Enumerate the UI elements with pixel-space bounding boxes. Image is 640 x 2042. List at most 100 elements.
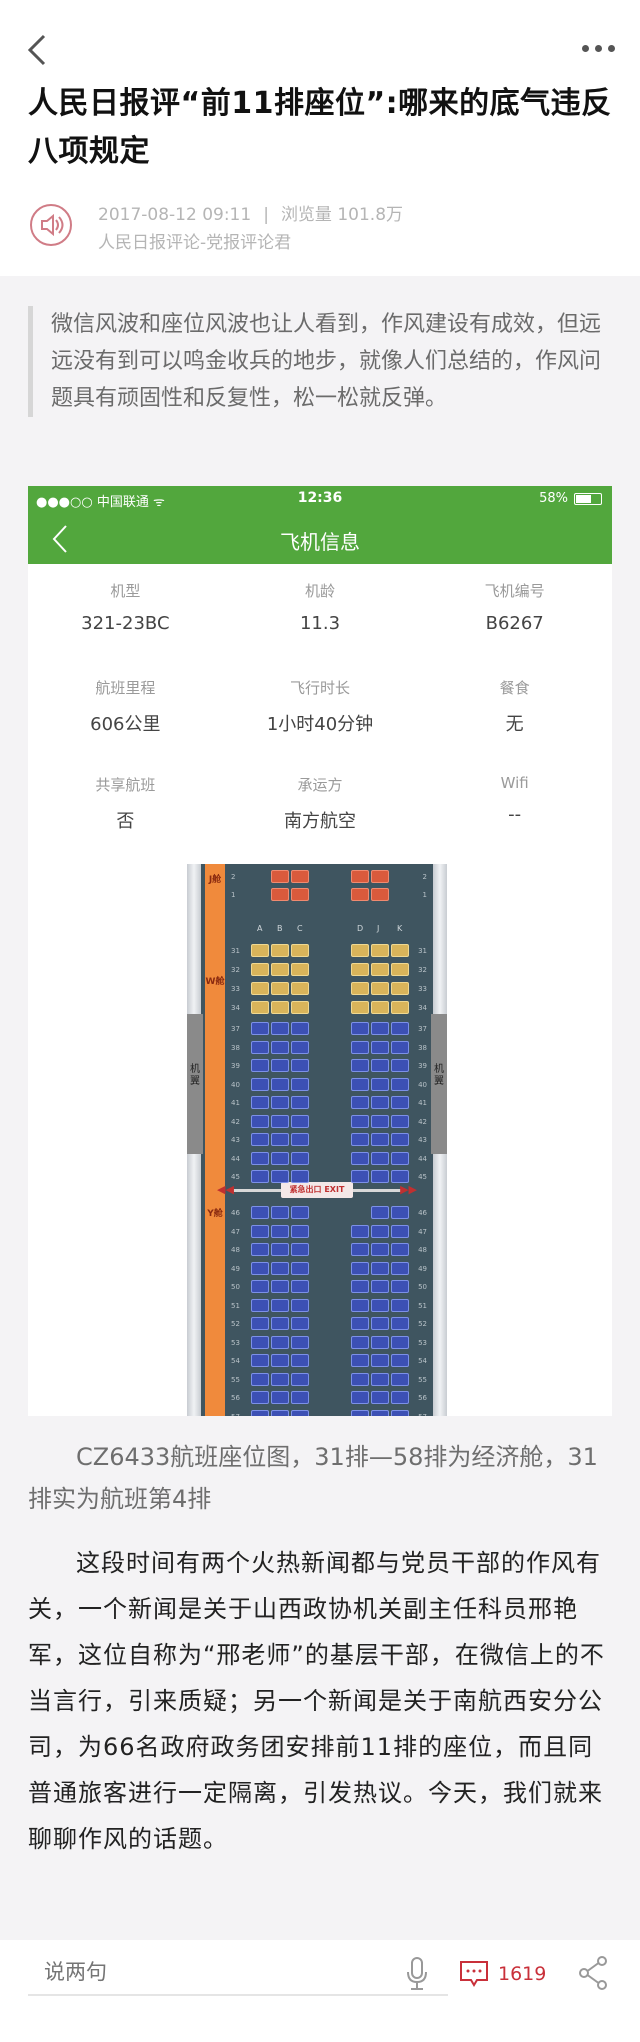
seat[interactable] [291, 1335, 309, 1349]
seat[interactable] [351, 1001, 369, 1014]
seat[interactable] [251, 1409, 269, 1416]
seat[interactable] [251, 1261, 269, 1275]
seat[interactable] [291, 1077, 309, 1091]
seat[interactable] [291, 1133, 309, 1146]
seat[interactable] [251, 1133, 269, 1146]
seat[interactable] [391, 1059, 409, 1072]
seat[interactable] [371, 1133, 389, 1146]
seat[interactable] [371, 1151, 389, 1165]
seat[interactable] [351, 1114, 369, 1128]
seat[interactable] [291, 1151, 309, 1165]
seat[interactable] [271, 888, 289, 901]
seat[interactable] [371, 1077, 389, 1091]
seat[interactable] [391, 1151, 409, 1165]
seat[interactable] [371, 963, 389, 976]
seat[interactable] [371, 982, 389, 995]
seat[interactable] [371, 870, 389, 883]
seat[interactable] [291, 1114, 309, 1128]
seat[interactable] [351, 1096, 369, 1109]
seat[interactable] [391, 1391, 409, 1404]
seat[interactable] [391, 1224, 409, 1238]
seat[interactable] [371, 888, 389, 901]
seat[interactable] [251, 1335, 269, 1349]
seat[interactable] [371, 944, 389, 957]
comments-button[interactable]: 1619 [458, 1956, 546, 1992]
seat[interactable] [391, 1335, 409, 1349]
seat[interactable] [351, 1077, 369, 1091]
seat[interactable] [291, 944, 309, 957]
seat[interactable] [251, 1206, 269, 1219]
seat[interactable] [251, 1170, 269, 1183]
seat[interactable] [351, 1151, 369, 1165]
seat[interactable] [271, 1170, 289, 1183]
seat[interactable] [291, 1206, 309, 1219]
seat[interactable] [271, 1372, 289, 1386]
seat[interactable] [251, 944, 269, 957]
seat[interactable] [371, 1022, 389, 1035]
seat[interactable] [391, 1317, 409, 1330]
seat[interactable] [271, 1022, 289, 1035]
audio-play-button[interactable] [30, 204, 72, 246]
seat[interactable] [271, 1096, 289, 1109]
seat[interactable] [351, 1409, 369, 1416]
seat[interactable] [291, 1040, 309, 1054]
seat[interactable] [391, 1206, 409, 1219]
seat[interactable] [291, 1261, 309, 1275]
seat[interactable] [251, 1391, 269, 1404]
seat[interactable] [291, 1354, 309, 1367]
seat[interactable] [351, 982, 369, 995]
seat[interactable] [371, 1391, 389, 1404]
seat[interactable] [271, 1280, 289, 1293]
seat[interactable] [351, 1224, 369, 1238]
seat[interactable] [291, 1059, 309, 1072]
seat[interactable] [391, 1261, 409, 1275]
seat[interactable] [291, 1280, 309, 1293]
seat[interactable] [291, 1096, 309, 1109]
seat[interactable] [391, 1170, 409, 1183]
seat[interactable] [291, 982, 309, 995]
seat[interactable] [251, 963, 269, 976]
seat[interactable] [371, 1298, 389, 1312]
seat[interactable] [391, 1133, 409, 1146]
seat[interactable] [371, 1261, 389, 1275]
seat[interactable] [371, 1317, 389, 1330]
seat[interactable] [271, 963, 289, 976]
seat[interactable] [271, 1317, 289, 1330]
seat[interactable] [291, 1001, 309, 1014]
seat[interactable] [251, 982, 269, 995]
seat[interactable] [391, 1243, 409, 1256]
more-button[interactable] [576, 36, 620, 60]
seat[interactable] [291, 1391, 309, 1404]
comment-input[interactable] [28, 1950, 448, 1996]
seat[interactable] [391, 1040, 409, 1054]
seat[interactable] [351, 1298, 369, 1312]
seat[interactable] [251, 1317, 269, 1330]
voice-input-button[interactable] [404, 1956, 430, 1992]
seat[interactable] [271, 1298, 289, 1312]
seat[interactable] [391, 982, 409, 995]
seat[interactable] [291, 888, 309, 901]
seat[interactable] [291, 1224, 309, 1238]
seat[interactable] [251, 1059, 269, 1072]
seat[interactable] [351, 888, 369, 901]
seat[interactable] [251, 1243, 269, 1256]
seat[interactable] [351, 1133, 369, 1146]
seat[interactable] [351, 1243, 369, 1256]
seat[interactable] [371, 1280, 389, 1293]
seat[interactable] [371, 1114, 389, 1128]
seat[interactable] [351, 1372, 369, 1386]
seat[interactable] [271, 944, 289, 957]
seat[interactable] [291, 963, 309, 976]
seat[interactable] [251, 1096, 269, 1109]
seat[interactable] [271, 1133, 289, 1146]
seat[interactable] [291, 1022, 309, 1035]
seat[interactable] [351, 1354, 369, 1367]
seat[interactable] [391, 1409, 409, 1416]
seat[interactable] [271, 1261, 289, 1275]
seat[interactable] [351, 1040, 369, 1054]
seat[interactable] [371, 1224, 389, 1238]
seat[interactable] [271, 870, 289, 883]
seat[interactable] [251, 1077, 269, 1091]
seat[interactable] [391, 944, 409, 957]
seat[interactable] [371, 1354, 389, 1367]
